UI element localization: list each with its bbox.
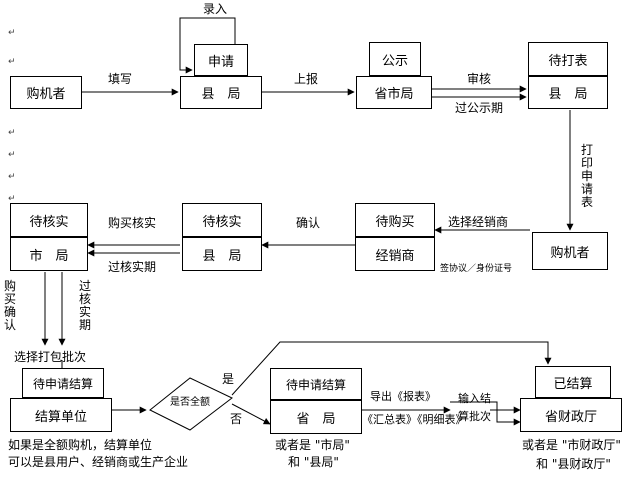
no-arrow: [231, 403, 271, 425]
county-right-box: 县 局: [528, 76, 608, 109]
input-settle-arrow: [450, 401, 521, 426]
decision-diamond: [149, 377, 233, 431]
city-verify-tag: 待核实: [10, 203, 88, 237]
yes-label: 是: [222, 372, 235, 386]
para-mark: ↵: [8, 194, 16, 204]
province-city-box: 省市局: [356, 76, 432, 109]
choose-batch-label: 选择打包批次: [14, 350, 87, 364]
settle-unit-box: 结算单位: [10, 398, 112, 432]
pass-verify-label: 过核实期: [108, 260, 157, 274]
pass-publicity-label: 过公示期: [455, 101, 504, 115]
enter-label: 录入: [203, 2, 228, 16]
enter-loop-arrow: [179, 17, 236, 74]
input-settle-label: 输入结算批次: [458, 392, 491, 423]
province-office-box: 省 局: [270, 400, 362, 434]
export2-label: 《汇总表》《明细表》: [362, 413, 467, 426]
province-note-1: 或者是 "市局": [275, 438, 350, 452]
choose-dealer-label: 选择经销商: [448, 215, 509, 229]
settle-unit-tag: 待申请结算: [22, 368, 104, 398]
county-top-box: 县 局: [180, 76, 262, 109]
export-label: 导出《报表》: [370, 390, 436, 403]
settled-tag: 已结算: [535, 366, 611, 398]
print-tag: 待打表: [528, 42, 608, 76]
province-settle-tag: 待申请结算: [270, 368, 362, 400]
county-apply-tag: 申请: [194, 44, 248, 76]
review-label: 审核: [467, 72, 492, 86]
para-mark: ↵: [8, 128, 16, 138]
para-mark: ↵: [8, 57, 16, 67]
finance-office-box: 省财政厅: [520, 398, 622, 432]
buyer-mid-box: 购机者: [532, 232, 608, 270]
no-label: 否: [230, 412, 243, 426]
para-mark: ↵: [8, 172, 16, 182]
publicity-tag: 公示: [369, 42, 421, 76]
finance-note-1: 或者是 "市财政厅": [522, 438, 621, 452]
finance-note-2: 和 "县财政厅": [536, 457, 611, 471]
para-mark: ↵: [8, 150, 16, 160]
pass-verify-v-label: 过核实期: [78, 279, 91, 332]
province-note-2: 和 "县局": [288, 455, 339, 469]
yes-arrow: [231, 341, 552, 396]
await-buy-tag: 待购买: [355, 203, 435, 237]
fill-label: 填写: [108, 72, 133, 86]
sign-agreement-label: 签协议／身份证号: [440, 264, 513, 274]
settle-note-2: 可以是县用户、经销商或生产企业: [8, 455, 189, 469]
buyer-top-box: 购机者: [10, 76, 82, 109]
city-mid-box: 市 局: [10, 237, 88, 271]
para-mark: ↵: [8, 28, 16, 38]
report-label: 上报: [294, 72, 319, 86]
dealer-box: 经销商: [355, 237, 435, 271]
buy-verify-label: 购买核实: [108, 216, 157, 230]
buy-confirm-label: 购买确认: [3, 279, 16, 332]
decision-label: 是否全额: [170, 397, 210, 408]
buyer-top-label: 购机者: [26, 87, 66, 102]
print-form-label: 打印申请表: [580, 143, 593, 209]
county-mid-box: 县 局: [182, 237, 262, 271]
county-verify-tag: 待核实: [182, 203, 262, 237]
confirm-label: 确认: [296, 216, 321, 230]
settle-note-1: 如果是全额购机，结算单位: [8, 438, 153, 452]
